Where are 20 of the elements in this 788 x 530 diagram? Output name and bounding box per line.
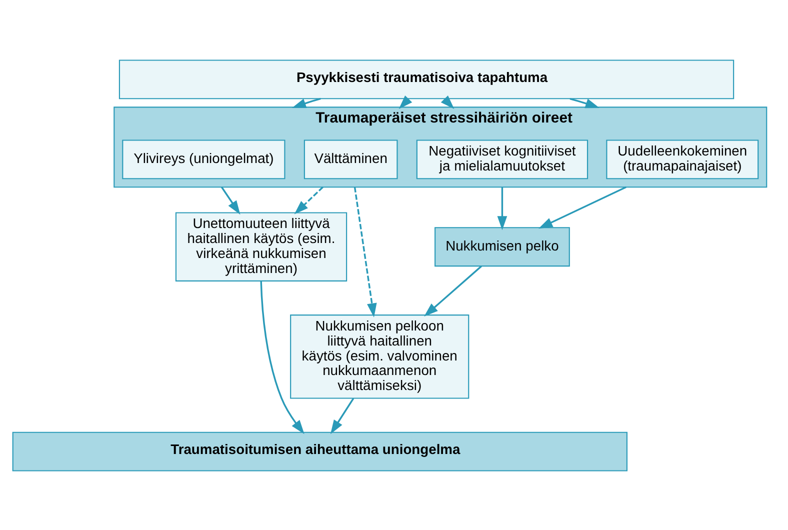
node-box: Uudelleenkokeminen (traumapainajaiset)	[606, 139, 759, 179]
arrow	[570, 97, 600, 108]
arrow	[220, 186, 240, 214]
node-box: Ylivireys (uniongelmat)	[122, 139, 286, 179]
arrow	[292, 97, 321, 108]
arrow	[497, 186, 508, 230]
arrow	[440, 95, 454, 109]
node-box: Traumatisoitumisen aiheuttama uniongelma	[12, 431, 628, 471]
node-box: Negatiiviset kognitiiviset ja mielialamuutokset	[416, 139, 588, 179]
arrow	[398, 95, 412, 109]
node-box: Välttäminen	[304, 139, 398, 179]
arrow	[538, 186, 626, 228]
node-box: Unettomuuteen liittyvä haitallinen käytös (esim. virkeänä nukkumisen yrittäminen)	[175, 212, 348, 281]
node-box: Nukkumisen pelkoon liittyvä haitallinen käytös (esim. valvominen nukkumaanmenon välttämiseksi)	[290, 314, 470, 398]
arrow	[424, 265, 482, 316]
arrow	[354, 186, 377, 317]
arrow	[260, 280, 304, 434]
arrow	[330, 397, 354, 434]
node-box: Nukkumisen pelko	[434, 226, 570, 266]
arrow	[294, 186, 324, 214]
